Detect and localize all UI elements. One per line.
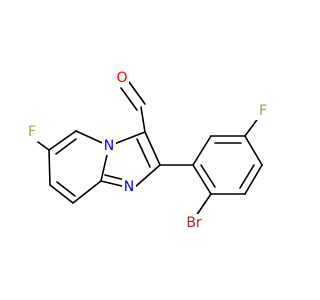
- atom-oxygen: O: [116, 70, 127, 86]
- bonds: [37, 81, 263, 217]
- bond-c2-n1: [134, 164, 161, 188]
- bond-c8-c8a: [72, 180, 102, 204]
- bond-ph-4-5-a: [244, 164, 263, 195]
- bond-cho-c3: [140, 106, 146, 133]
- bond-ph-6-1-a: [192, 164, 212, 195]
- bond-c3-c2-a: [144, 131, 161, 166]
- bond-ph-br: [195, 193, 212, 217]
- bond-c5-c6-b: [55, 138, 77, 155]
- bond-ph-3-4: [244, 135, 263, 166]
- bond-c7-c8-b: [56, 181, 76, 197]
- atom-bromine: Br: [186, 215, 202, 231]
- bond-ph-4-5-b: [239, 164, 255, 189]
- atom-nitrogen-bridgehead: N: [104, 138, 114, 154]
- bond-c6-c7: [48, 149, 51, 186]
- molecule-canvas: O F N N F Br: [25, 69, 270, 232]
- molecule-diagram: O F N N F Br: [25, 69, 270, 232]
- bond-co-b: [120, 87, 138, 111]
- bond-c7-c8-a: [49, 184, 74, 204]
- bond-c3-c2-b: [136, 138, 151, 168]
- bond-c5-c6-a: [48, 130, 77, 151]
- bond-ph-1-2: [192, 135, 212, 166]
- atoms: O F N N F Br: [25, 69, 270, 232]
- atom-fluorine-pyridine: F: [28, 124, 36, 140]
- bond-co-a: [128, 81, 146, 105]
- bond-ph-6-1-b: [200, 164, 216, 188]
- bond-c6-f: [37, 141, 50, 151]
- atom-fluorine-phenyl: F: [259, 103, 267, 119]
- bond-n1-c8a-b: [104, 174, 126, 181]
- atom-nitrogen-imidazole: N: [124, 179, 134, 195]
- bond-ph-f: [244, 116, 260, 137]
- bond-n1-c8a-a: [100, 180, 127, 188]
